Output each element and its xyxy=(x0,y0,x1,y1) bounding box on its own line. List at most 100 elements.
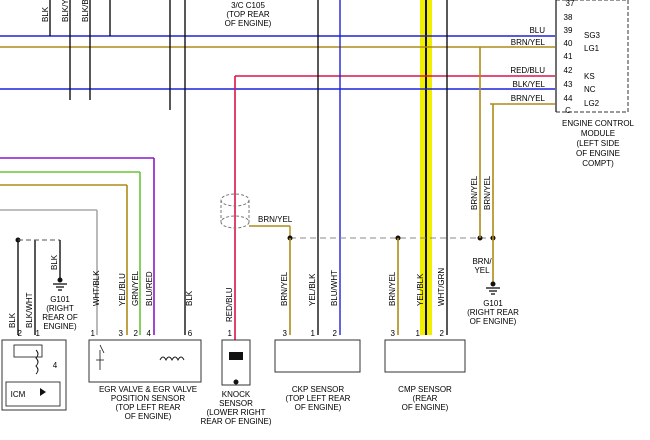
egr-wire-label-yel-blu: YEL/BLU xyxy=(118,273,127,306)
ground-right-dot xyxy=(490,281,496,287)
ground-left-line1: G101 xyxy=(50,295,70,304)
top-wire-label-blk-yel: BLK/YEL xyxy=(61,0,70,22)
ecm-label-line5: COMPT) xyxy=(582,159,614,168)
egr-pin-4: 4 xyxy=(147,329,152,338)
wire-label-43: BLK/YEL xyxy=(513,80,546,89)
ground-left-wire-label: BLK xyxy=(50,254,59,270)
ecm-pin-40: 40 xyxy=(564,39,573,48)
ground-right-wire-line1: BRN/ xyxy=(472,257,492,266)
ecm-pin-42: 42 xyxy=(564,66,573,75)
connector-c105-line1: 3/C C105 xyxy=(231,1,265,10)
egr-solenoid-icon xyxy=(159,356,185,362)
knock-label-line2: SENSOR xyxy=(219,399,253,408)
cmp-label-line3: OF ENGINE) xyxy=(402,403,449,412)
cmp-pin-3: 3 xyxy=(391,329,396,338)
wire-label-39: BLU xyxy=(529,26,545,35)
knock-pin-1: 1 xyxy=(228,329,233,338)
ecm-label-line2: MODULE xyxy=(581,129,615,138)
egr-label-line3: (TOP LEFT REAR xyxy=(116,403,181,412)
knock-box xyxy=(221,339,251,386)
egr-pin-6: 6 xyxy=(188,329,193,338)
ecm-label-line1: ENGINE CONTROL xyxy=(562,119,635,128)
egr-wire-label-blk: BLK xyxy=(185,290,194,306)
knock-element-icon xyxy=(229,352,243,360)
icm-inner-block xyxy=(13,344,43,358)
icm-pin-1: 1 xyxy=(36,329,41,338)
cmp-pin-2: 2 xyxy=(440,329,445,338)
ecm-label-line4: OF ENGINE xyxy=(576,149,620,158)
top-wire-label-blk: BLK xyxy=(41,6,50,22)
wire-label-44: BRN/YEL xyxy=(511,94,546,103)
right-vertical-label-1: BRN/YEL xyxy=(470,175,479,210)
ground-left-line2: (RIGHT xyxy=(46,304,74,313)
ground-right-line3: OF ENGINE) xyxy=(470,317,517,326)
icm-wire-label-blk: BLK xyxy=(8,312,17,328)
ckp-box xyxy=(274,339,361,373)
shield-symbol xyxy=(220,193,250,229)
cmp-wire-label-wht-grn: WHT/GRN xyxy=(437,268,446,306)
ckp-wire-label-brn-yel: BRN/YEL xyxy=(280,271,289,306)
connector-c105-line2: (TOP REAR xyxy=(226,10,269,19)
ckp-wire-label-yel-blk: YEL/BLK xyxy=(308,273,317,306)
knock-label-line1: KNOCK xyxy=(222,390,251,399)
egr-potentiometer-icon xyxy=(96,344,105,370)
icm-diode-icon xyxy=(40,388,46,396)
ecm-bottom-pin-mark: C xyxy=(565,106,571,115)
connector-c105-line3: OF ENGINE) xyxy=(225,19,272,28)
ecm-pin-name-lg1: LG1 xyxy=(584,44,600,53)
ground-right-wire-line2: YEL xyxy=(474,266,490,275)
cmp-label-line1: CMP SENSOR xyxy=(398,385,452,394)
icm-box xyxy=(1,339,67,411)
ecm-connector-box xyxy=(555,0,629,113)
ecm-pin-41: 41 xyxy=(564,52,573,61)
cmp-label-line2: (REAR xyxy=(413,394,438,403)
egr-label-line4: OF ENGINE) xyxy=(125,412,172,421)
shield-wire-label: BRN/YEL xyxy=(258,215,293,224)
ckp-wire-label-blu-wht: BLU/WHT xyxy=(330,270,339,306)
ecm-pin-37: 37 xyxy=(566,0,575,8)
ecm-pin-name-lg2: LG2 xyxy=(584,99,600,108)
ecm-pin-43: 43 xyxy=(564,80,573,89)
ground-right-line2: (RIGHT REAR xyxy=(467,308,519,317)
ground-right-line1: G101 xyxy=(483,299,503,308)
cmp-wire-label-yel-blk: YEL/BLK xyxy=(416,273,425,306)
ecm-pin-38: 38 xyxy=(564,13,573,22)
cmp-wire-label-brn-yel: BRN/YEL xyxy=(388,271,397,306)
wire-label-40: BRN/YEL xyxy=(511,38,546,47)
ground-left-symbol xyxy=(53,283,67,291)
ckp-label-line3: OF ENGINE) xyxy=(295,403,342,412)
wire-label-42: RED/BLU xyxy=(510,66,545,75)
ground-left-line3: REAR OF xyxy=(42,313,78,322)
ckp-label-line1: CKP SENSOR xyxy=(292,385,345,394)
ckp-pin-3: 3 xyxy=(283,329,288,338)
egr-wire-label-wht-blk: WHT/BLK xyxy=(92,270,101,306)
icm-inner-pin: 4 xyxy=(53,361,58,370)
egr-pin-3: 3 xyxy=(119,329,124,338)
egr-label-line2: POSITION SENSOR xyxy=(111,394,185,403)
ecm-pin-name-ks: KS xyxy=(584,72,595,81)
ecm-pin-name-sg3: SG3 xyxy=(584,31,601,40)
icm-wire-label-blk-wht: BLK/WHT xyxy=(25,292,34,328)
icm-module xyxy=(5,381,61,407)
egr-wire-label-grn-yel: GRN/YEL xyxy=(131,270,140,306)
cmp-pin-1: 1 xyxy=(416,329,421,338)
ecm-label-line3: (LEFT SIDE xyxy=(577,139,620,148)
egr-pin-1: 1 xyxy=(91,329,96,338)
ckp-pin-2: 2 xyxy=(333,329,338,338)
egr-wire-label-blu-red: BLU/RED xyxy=(145,271,154,306)
egr-label-line1: EGR VALVE & EGR VALVE xyxy=(99,385,197,394)
ground-right-symbol xyxy=(486,287,500,295)
knock-wire-label: RED/BLU xyxy=(225,287,234,322)
top-wire-label-blk-blu: BLK/BLU xyxy=(81,0,90,22)
icm-pin-2: 2 xyxy=(18,329,23,338)
ckp-label-line2: (TOP LEFT REAR xyxy=(286,394,351,403)
ground-left-dot xyxy=(57,277,63,283)
knock-label-line4: REAR OF ENGINE) xyxy=(200,417,271,426)
cmp-box xyxy=(384,339,466,373)
ecm-pin-39: 39 xyxy=(564,26,573,35)
knock-label-line3: (LOWER RIGHT xyxy=(206,408,265,417)
egr-box xyxy=(88,339,202,383)
icm-coil-icon xyxy=(35,349,39,375)
